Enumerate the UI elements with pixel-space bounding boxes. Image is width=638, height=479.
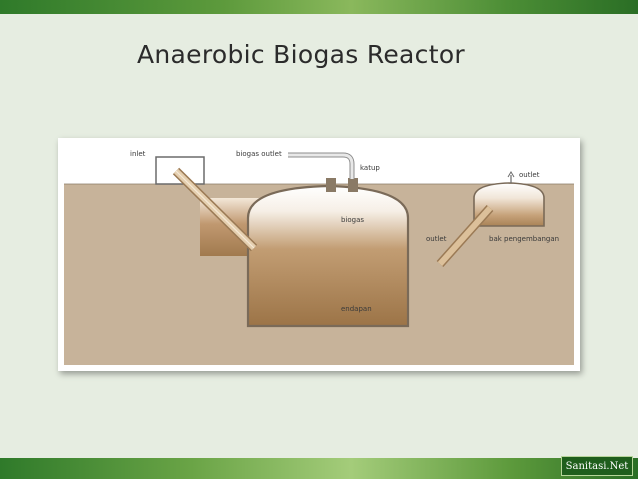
digester-tank (246, 184, 410, 328)
source-badge: Sanitasi.Net (561, 456, 633, 476)
label-katup: katup (360, 164, 380, 172)
biogas-reactor-diagram: inlet biogas outlet katup biogas outlet … (58, 138, 580, 371)
label-endapan: endapan (341, 305, 372, 313)
label-outlet-top: outlet (519, 171, 540, 179)
biogas-outlet-pipe (288, 153, 354, 179)
bottom-decorative-bar (0, 458, 638, 479)
expansion-chamber (473, 182, 545, 227)
label-bak-pengembangan: bak pengembangan (489, 235, 559, 243)
up-arrow-icon (507, 171, 515, 178)
slide-title: Anaerobic Biogas Reactor (137, 40, 466, 69)
top-decorative-bar (0, 0, 638, 14)
diagram-svg: inlet biogas outlet katup biogas outlet … (64, 144, 574, 365)
outlet-pipe (437, 206, 493, 266)
dome-valve-right (348, 178, 358, 192)
label-outlet-pipe: outlet (426, 235, 447, 243)
label-biogas: biogas (341, 216, 364, 224)
label-biogas-outlet: biogas outlet (236, 150, 282, 158)
dome-valve-left (326, 178, 336, 192)
label-inlet: inlet (130, 150, 146, 158)
inlet-pipe-highlight (175, 170, 255, 249)
